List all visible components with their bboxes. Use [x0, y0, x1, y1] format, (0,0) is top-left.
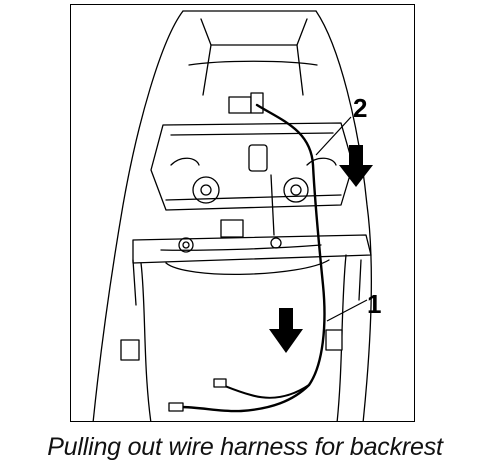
seat-frame-outline — [92, 10, 184, 421]
callout-2-label: 2 — [353, 93, 367, 123]
callout-2-leader — [315, 116, 352, 156]
callout-1-leader — [326, 299, 368, 322]
harness-plug-upper — [213, 378, 227, 388]
lower-cross-member — [132, 234, 372, 264]
callout-1-label: 1 — [367, 289, 381, 319]
lower-opening — [140, 262, 152, 421]
upper-plate — [150, 122, 354, 211]
motorcycle-seat-illustration: 2 1 — [92, 10, 381, 421]
harness-plug-lower — [168, 402, 184, 412]
wire-harness — [177, 103, 326, 413]
figure-caption: Pulling out wire harness for backrest — [47, 433, 443, 461]
center-bracket — [248, 144, 268, 172]
illustration-frame: 2 1 — [70, 4, 415, 422]
arrow-icon-upper — [339, 145, 373, 187]
connector-block — [228, 96, 252, 114]
arrow-icon-lower — [269, 308, 303, 353]
